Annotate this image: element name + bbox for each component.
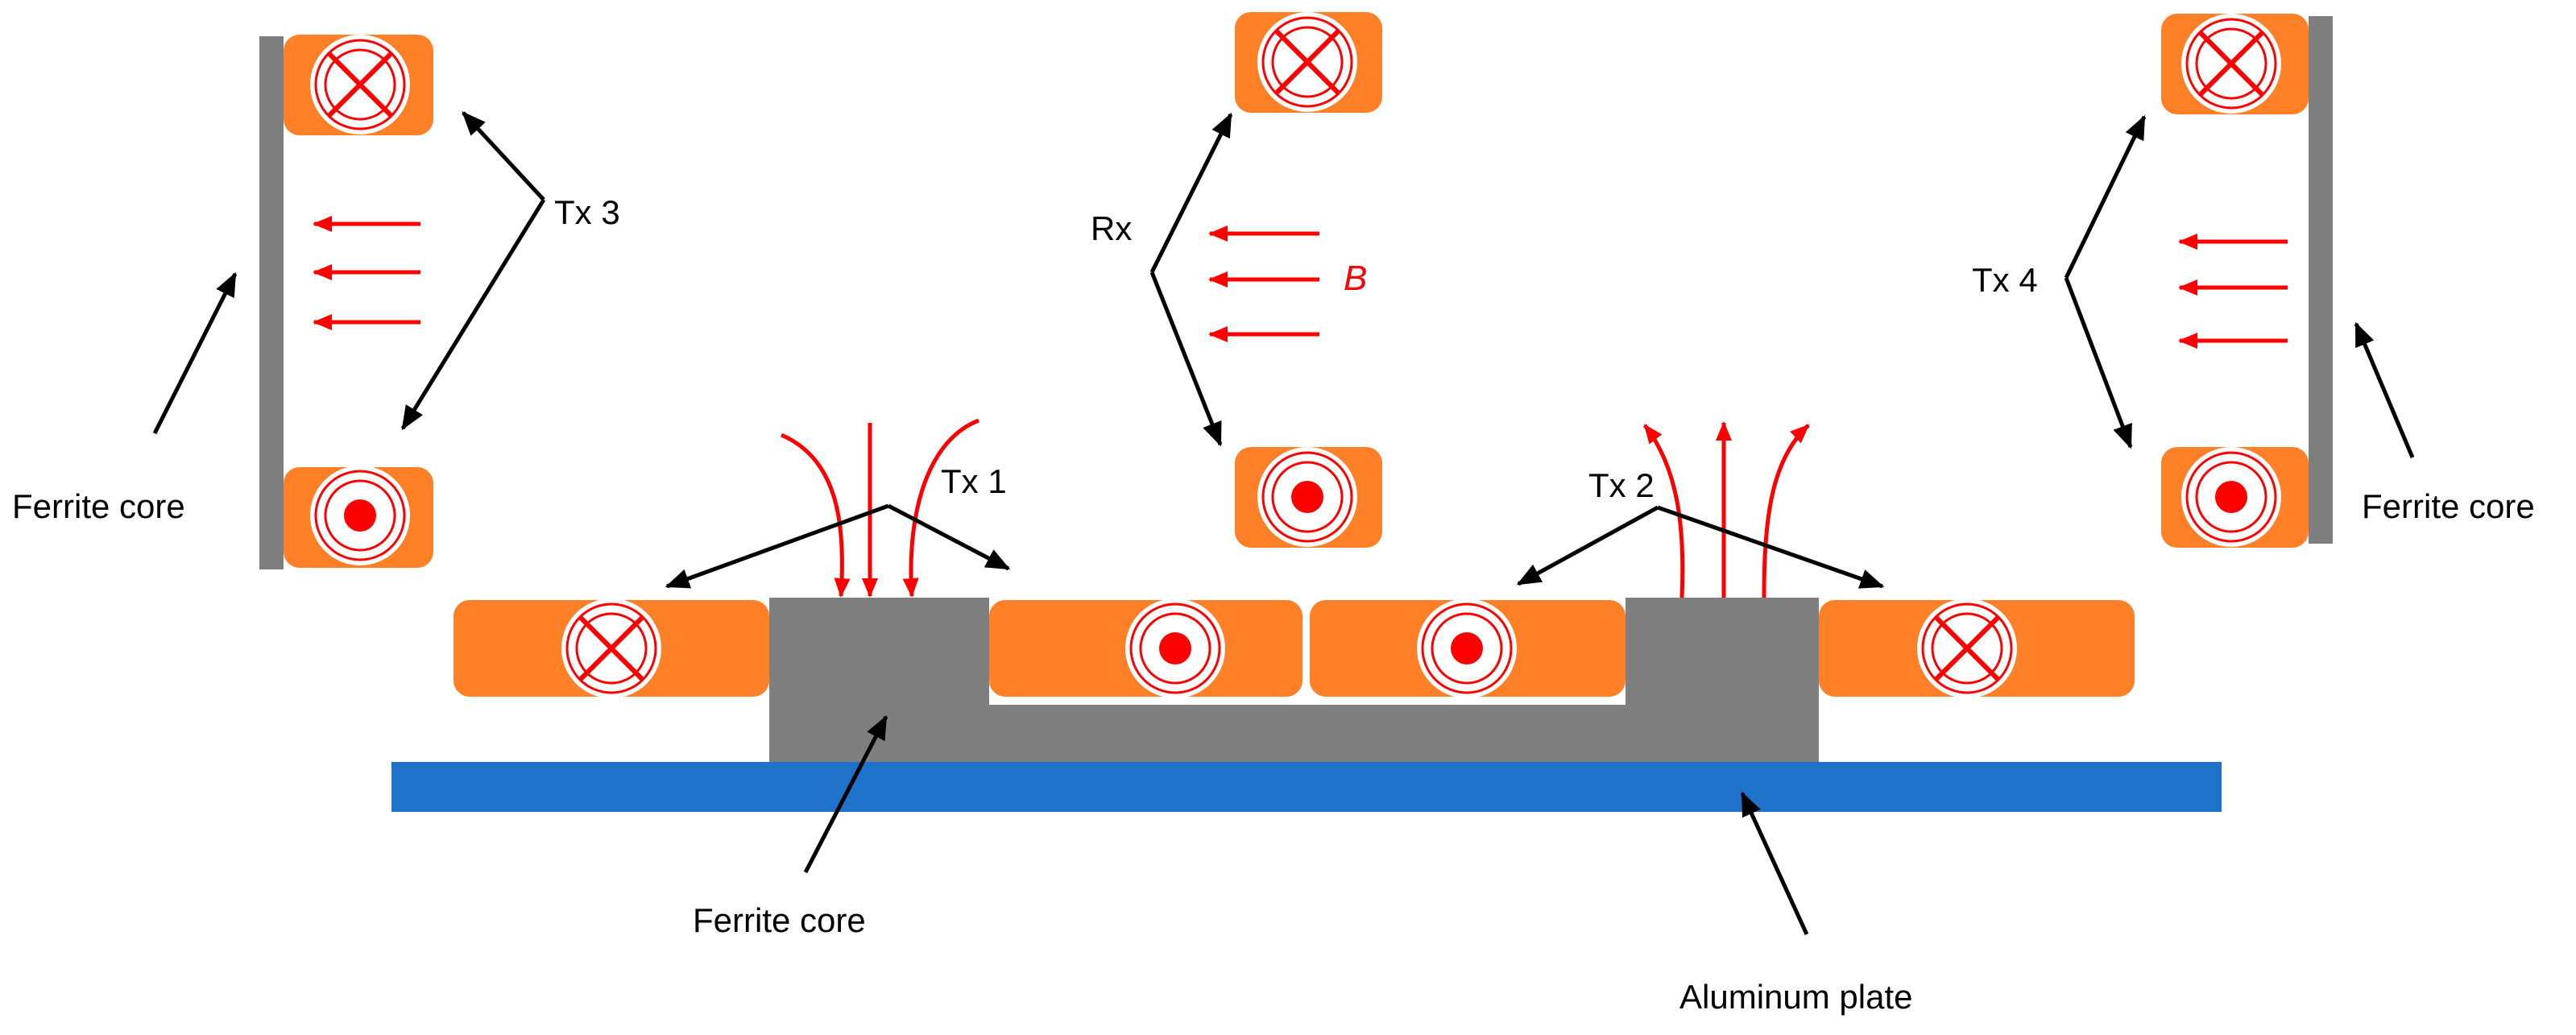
tx1-flux-arrows — [781, 418, 979, 598]
aluminum-plate-label: Aluminum plate — [1679, 978, 1912, 1016]
pointer-arrows — [152, 111, 2415, 936]
tx2-label: Tx 2 — [1588, 466, 1655, 504]
cross-marker-icon — [2181, 14, 2281, 114]
tx3-field-arrows — [313, 216, 420, 330]
cross-marker-icon — [561, 598, 661, 698]
tx3-coil-top — [284, 35, 433, 135]
dot-marker-icon — [1417, 598, 1517, 698]
tx2-coil-right — [1819, 598, 2135, 698]
tx4-field-arrows — [2178, 234, 2288, 349]
ferrite-core-right-label: Ferrite core — [2362, 487, 2535, 525]
dot-marker-icon — [1257, 447, 1357, 547]
rx-coil-bottom — [1235, 447, 1382, 548]
tx4-label: Tx 4 — [1972, 261, 2038, 299]
rx-field-arrows — [1208, 226, 1319, 342]
cross-marker-icon — [1257, 12, 1357, 112]
cross-marker-icon — [1917, 598, 2017, 698]
left-ferrite-core — [259, 36, 284, 569]
aluminum-plate — [391, 762, 2222, 812]
tx2-coil-left — [1310, 598, 1626, 698]
tx3-coil-bottom — [284, 466, 433, 568]
ferrite-core-left-label: Ferrite core — [12, 487, 185, 525]
tx1-coil-right — [989, 598, 1302, 698]
right-ferrite-core — [2309, 16, 2333, 544]
field-b-label: B — [1344, 259, 1367, 298]
dot-marker-icon — [1125, 598, 1225, 698]
tx1-label: Tx 1 — [941, 462, 1007, 500]
ferrite-core-bottom-label: Ferrite core — [693, 901, 866, 939]
cross-marker-icon — [310, 35, 410, 135]
dot-marker-icon — [2181, 447, 2281, 547]
tx4-coil-top — [2161, 14, 2309, 114]
bottom-ferrite-core — [769, 598, 1819, 762]
tx3-label: Tx 3 — [554, 193, 620, 231]
tx1-coil-left — [453, 598, 769, 698]
dot-marker-icon — [310, 466, 410, 565]
tx4-coil-bottom — [2161, 447, 2309, 548]
rx-coil-top — [1235, 12, 1382, 113]
rx-label: Rx — [1091, 209, 1132, 247]
tx2-flux-arrows — [1643, 421, 1810, 598]
